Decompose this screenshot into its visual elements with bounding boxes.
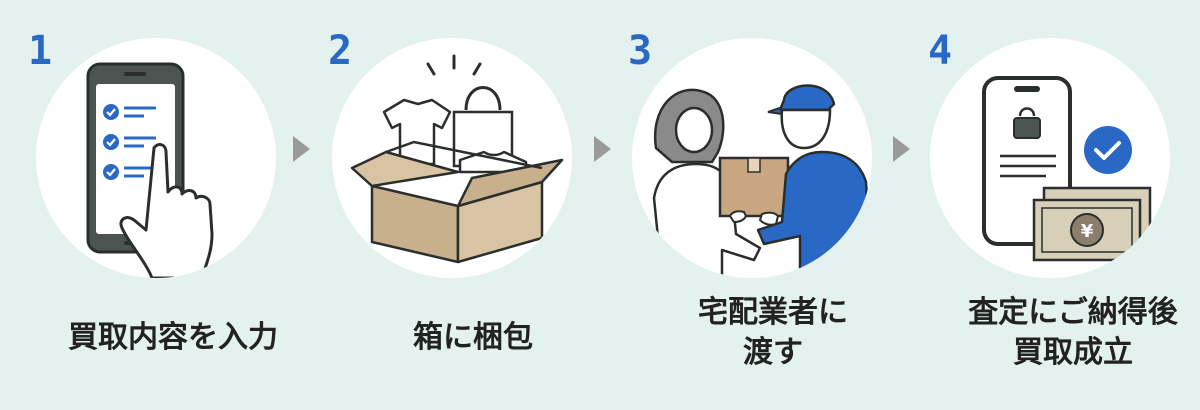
step-label: 箱に梱包 <box>328 318 618 358</box>
step-number: 1 <box>28 28 53 74</box>
packing-box-icon <box>350 54 564 264</box>
step-label: 査定にご納得後 買取成立 <box>928 293 1200 373</box>
step-label-line: 買取成立 <box>1013 335 1133 370</box>
step-label: 買取内容を入力 <box>28 318 318 358</box>
step-illustration <box>332 38 572 278</box>
svg-text:¥: ¥ <box>1081 221 1094 242</box>
courier-handover-icon <box>652 84 872 278</box>
step-label-line: 宅配業者に <box>698 295 848 330</box>
step-illustration: ¥ <box>930 38 1170 278</box>
step-illustration <box>36 38 276 278</box>
step-4: 4 ¥ 査定にご納得後 買取成立 <box>928 0 1200 410</box>
step-label: 宅配業者に 渡す <box>628 293 918 373</box>
step-number: 4 <box>928 28 953 74</box>
step-label-line: 買取内容を入力 <box>68 320 278 355</box>
step-label-line: 渡す <box>743 335 803 370</box>
step-2: 2 箱に梱包 <box>328 0 618 410</box>
payment-complete-icon: ¥ <box>982 76 1152 262</box>
step-3: 3 宅配業者に 渡す <box>628 0 918 410</box>
arrow-right-icon <box>893 136 910 162</box>
step-number: 2 <box>328 28 353 74</box>
arrow-right-icon <box>594 136 611 162</box>
smartphone-checklist-icon <box>86 62 214 278</box>
arrow-right-icon <box>293 136 310 162</box>
step-1: 1 買取内容を入力 <box>28 0 318 410</box>
step-number: 3 <box>628 28 653 74</box>
step-illustration <box>632 38 872 278</box>
step-label-line: 箱に梱包 <box>413 320 533 355</box>
step-label-line: 査定にご納得後 <box>968 295 1178 330</box>
